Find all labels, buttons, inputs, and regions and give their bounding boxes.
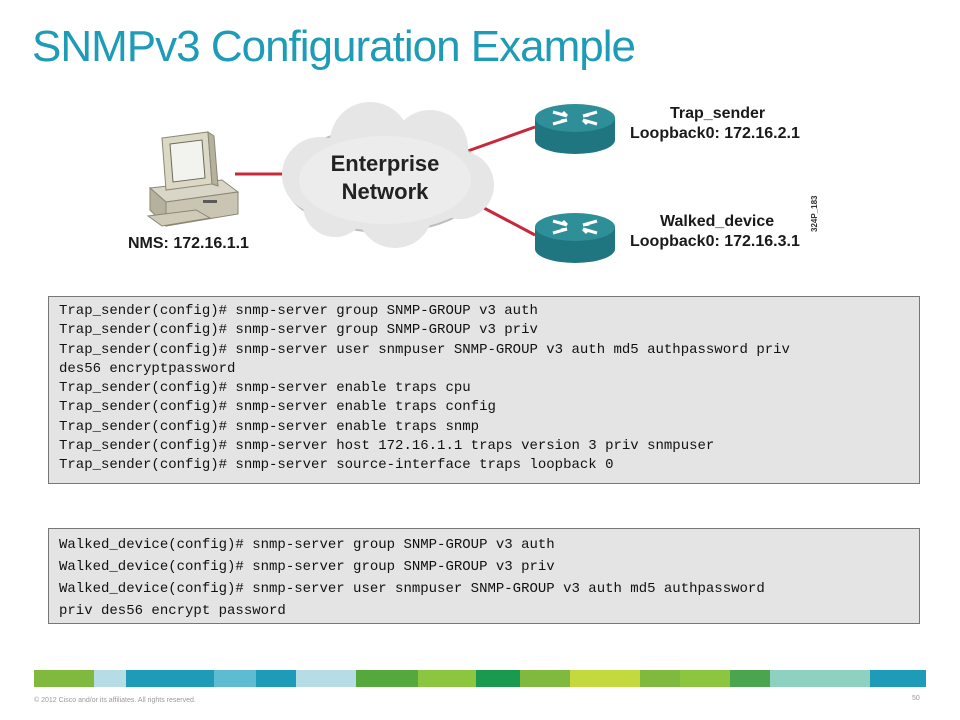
footer-bar-segment <box>770 670 870 687</box>
copyright-text: © 2012 Cisco and/or its affiliates. All … <box>34 697 196 704</box>
footer-bar-segment <box>296 670 356 687</box>
footer-bar-segment <box>640 670 680 687</box>
code-line: Trap_sender(config)# snmp-server source-… <box>59 457 614 474</box>
footer-bar-segment <box>214 670 256 687</box>
code-line: Trap_sender(config)# snmp-server enable … <box>59 418 480 435</box>
code-line: Trap_sender(config)# snmp-server enable … <box>59 380 471 397</box>
trap-sender-name: Trap_sender <box>670 105 766 122</box>
code-line: Trap_sender(config)# snmp-server group S… <box>59 303 538 319</box>
footer-color-bar <box>34 670 926 687</box>
page-number: 50 <box>912 695 920 702</box>
footer-bar-segment <box>418 670 476 687</box>
figure-id: 324P_183 <box>810 195 819 232</box>
nms-label: NMS: 172.16.1.1 <box>128 235 249 252</box>
link-cloud-trap-sender <box>464 125 536 154</box>
network-diagram <box>146 102 615 263</box>
code-line: priv des56 encrypt password <box>59 603 286 619</box>
code-line: Walked_device(config)# snmp-server user … <box>59 581 765 597</box>
footer-bar-segment <box>730 670 770 687</box>
code-line: Walked_device(config)# snmp-server group… <box>59 537 555 553</box>
code-line: Trap_sender(config)# snmp-server user sn… <box>59 341 790 358</box>
footer-bar-segment <box>680 670 730 687</box>
footer-bar-segment <box>570 670 640 687</box>
walked-device-config-block: Walked_device(config)# snmp-server group… <box>48 528 920 624</box>
code-line: Trap_sender(config)# snmp-server host 17… <box>59 438 715 455</box>
cloud-label: Enterprise Network <box>300 150 470 206</box>
walked-device-name: Walked_device <box>660 213 775 230</box>
walked-device-label: Walked_device Loopback0: 172.16.3.1 <box>630 212 830 252</box>
trap-sender-label: Trap_sender Loopback0: 172.16.2.1 <box>630 104 830 144</box>
footer-bar-segment <box>870 670 926 687</box>
router-icon <box>535 213 615 263</box>
code-line: Trap_sender(config)# snmp-server enable … <box>59 399 496 416</box>
code-line: Walked_device(config)# snmp-server group… <box>59 559 555 575</box>
trap-sender-config-block: Trap_sender(config)# snmp-server group S… <box>48 296 920 484</box>
router-icon <box>535 104 615 154</box>
footer-bar-segment <box>356 670 418 687</box>
code-line: Trap_sender(config)# snmp-server group S… <box>59 322 538 339</box>
walked-device-loopback: Loopback0: 172.16.3.1 <box>630 233 800 250</box>
cloud-label-line2: Network <box>341 179 429 204</box>
slide-title: SNMPv3 Configuration Example <box>32 22 636 71</box>
footer-bar-segment <box>34 670 94 687</box>
cloud-label-line1: Enterprise <box>330 151 440 176</box>
code-line: des56 encryptpassword <box>59 360 236 377</box>
trap-sender-loopback: Loopback0: 172.16.2.1 <box>630 125 800 142</box>
cloud-icon <box>282 102 494 248</box>
footer-bar-segment <box>94 670 126 687</box>
footer-bar-segment <box>476 670 520 687</box>
footer-bar-segment <box>256 670 296 687</box>
pc-icon <box>146 131 240 228</box>
footer-bar-segment <box>126 670 214 687</box>
footer-bar-segment <box>520 670 570 687</box>
